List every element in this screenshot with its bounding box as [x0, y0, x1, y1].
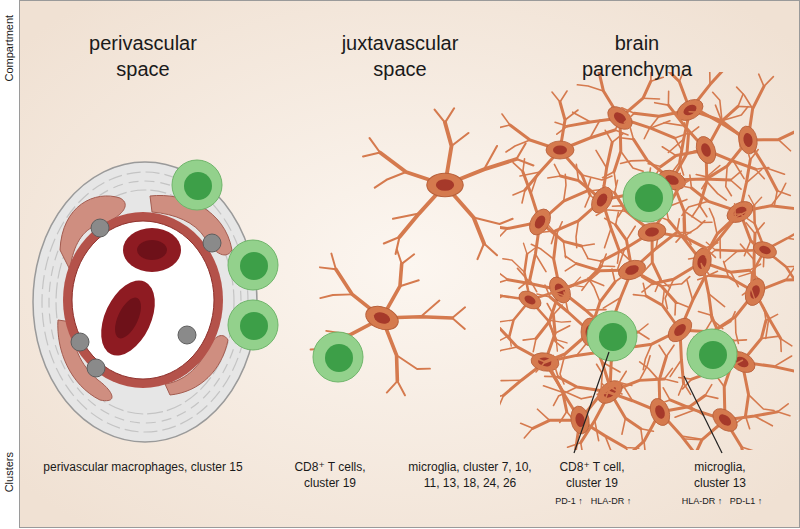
blood-vessel — [33, 162, 257, 442]
cluster-label: perivascular macrophages, cluster 15 — [23, 460, 263, 476]
marker-label: PD-1 ↑ — [547, 496, 591, 508]
cluster-label: microglia, cluster 7, 10, 11, 13, 18, 24… — [404, 460, 536, 491]
marker-label: HLA-DR ↑ — [677, 496, 727, 508]
compartment-title: perivascular space — [78, 30, 208, 82]
cluster-label: microglia, cluster 13 — [679, 460, 761, 491]
cluster-label: CD8⁺ T cells, cluster 19 — [284, 460, 376, 491]
compartment-title: brain parenchyma — [567, 30, 707, 82]
leader-line — [684, 376, 722, 453]
frame — [20, 1, 800, 528]
t-cell-group — [587, 172, 737, 379]
microglia-group — [288, 108, 534, 410]
compartment-title: juxtavascular space — [325, 30, 475, 82]
axis-label: Compartment — [2, 0, 16, 103]
marker-label: PD-L1 ↑ — [723, 496, 769, 508]
marker-label: HLA-DR ↑ — [586, 496, 636, 508]
axis-label: Clusters — [2, 417, 16, 527]
cluster-label: CD8⁺ T cell, cluster 19 — [549, 460, 635, 491]
microglia-network — [500, 72, 794, 450]
leader-line — [574, 352, 609, 453]
t-cell — [313, 332, 363, 382]
t-cell-group — [172, 160, 278, 350]
